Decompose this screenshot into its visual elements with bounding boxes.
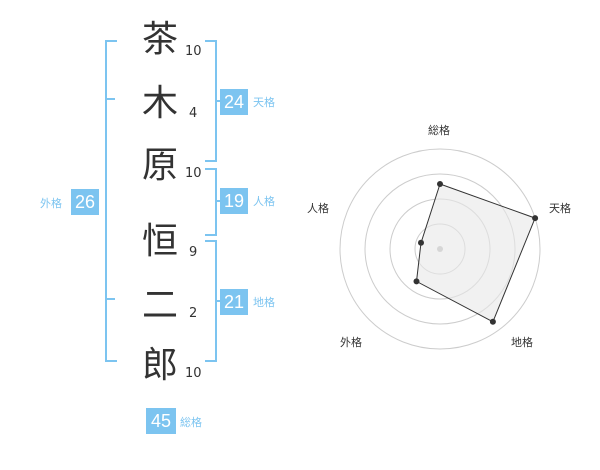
name-char-4: 恒 [141,221,178,262]
radar-point-5 [418,239,424,246]
name-char-3: 原 [141,145,178,186]
radar-point-1 [437,181,443,187]
radar-point-2 [532,215,539,222]
tenkaku-label: 天格 [253,96,275,109]
chikaku-connector [216,300,222,302]
gaikaku-badge: 26 [71,189,99,215]
jinkaku-connector [216,200,222,202]
radar-axis-label-soukaku: 総格 [428,124,450,137]
tenkaku-connector [216,100,222,102]
name-char-2: 木 [141,83,178,124]
stroke-count-4: 9 [189,245,198,260]
name-char-6: 郎 [141,345,178,386]
radar-point-3 [489,318,496,325]
soukaku-label: 総格 [180,416,202,429]
stroke-count-3: 10 [185,166,202,181]
bracket-tick-left-2 [105,298,115,300]
gaikaku-bracket [105,40,117,362]
bracket-tick-left-1 [105,98,115,100]
radar-value-polygon [415,183,536,323]
radar-axis-label-gaikaku: 外格 [340,336,362,349]
stroke-count-5: 2 [189,306,198,321]
radar-point-4 [413,278,420,285]
gaikaku-label: 外格 [40,197,62,210]
radar-axis-label-chikaku: 地格 [511,336,533,349]
stroke-count-2: 4 [189,106,198,121]
radar-points [413,181,539,325]
jinkaku-bracket [205,168,217,236]
radar-axis-label-tenkaku: 天格 [549,202,571,215]
soukaku-badge: 45 [146,408,176,434]
jinkaku-label: 人格 [253,195,275,208]
radar-axis-label-jinkaku: 人格 [307,202,329,215]
tenkaku-badge: 24 [220,89,248,115]
chikaku-badge: 21 [220,289,248,315]
chikaku-label: 地格 [253,296,275,309]
radar-ring-4 [339,148,541,350]
jinkaku-badge: 19 [220,188,248,214]
name-char-5: 二 [141,285,178,326]
stroke-count-6: 10 [185,366,202,381]
stroke-count-1: 10 [185,44,202,59]
name-char-1: 茶 [141,19,178,60]
